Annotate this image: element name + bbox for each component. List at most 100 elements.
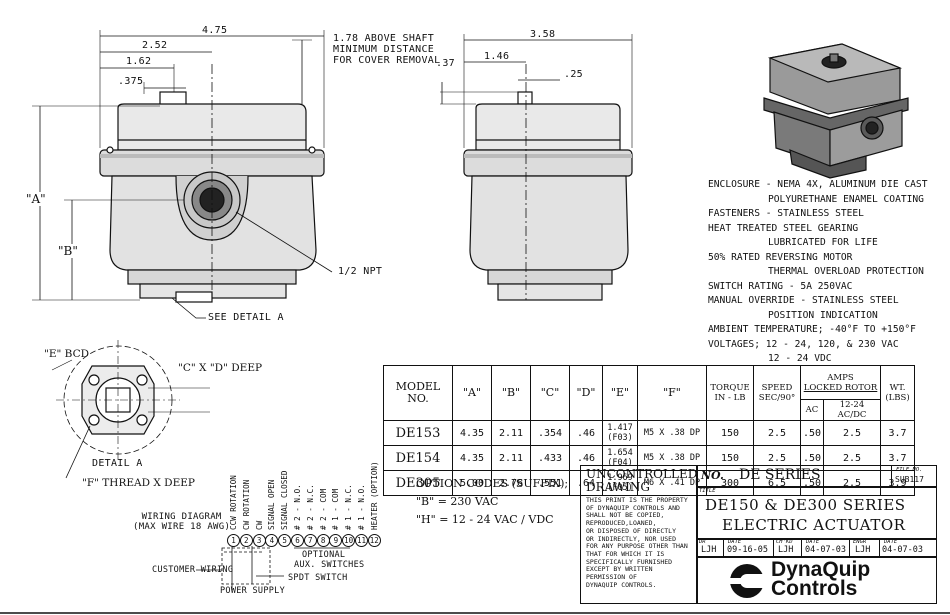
cell-a: 5.00 [452, 470, 492, 496]
disclaimer-line: SPECIFICALLY FURNISHED [586, 557, 673, 566]
terminal-5: 5 [278, 534, 292, 547]
shaft-note: 1.78 ABOVE SHAFT MINIMUM DISTANCE FOR CO… [333, 33, 440, 66]
disclaimer-line: PERMISSION OF [586, 573, 637, 582]
spec-line: HEAT TREATED STEEL GEARING [708, 222, 859, 234]
cell-b: 2.11 [491, 420, 531, 446]
dynaquip-logo-icon [729, 564, 765, 598]
dim-1-62: 1.62 [126, 56, 152, 67]
npt-label: 1/2 NPT [338, 266, 383, 277]
side-view-drawing [440, 34, 633, 301]
chkd-label: CH'KD [776, 539, 793, 545]
engr-date-label: DATE [884, 539, 898, 545]
dim-2-52: 2.52 [142, 40, 168, 51]
cell-ac: .50 [800, 470, 824, 496]
file-no-label: FILE NO. [896, 467, 923, 473]
spec-line: 50% RATED REVERSING MOTOR [708, 251, 853, 263]
terminal-11: 11 [355, 534, 368, 547]
cell-ac: .50 [800, 420, 824, 446]
dim-0-37: .37 [436, 58, 455, 69]
terminal-9: 9 [329, 534, 343, 547]
see-detail-label: SEE DETAIL A [208, 312, 284, 323]
cell-f: M5 X .38 DP [637, 420, 707, 446]
wiring-column-label: # 1 - N.O. [357, 484, 366, 530]
no-label: NO. [701, 469, 724, 482]
disclaimer-line: REPRODUCED,LOANED, [586, 519, 657, 528]
header-ac: AC [800, 399, 824, 421]
detail-a-drawing [51, 340, 210, 479]
engr-label: ENGR [853, 539, 867, 545]
cell-c: .551 [530, 470, 570, 496]
logo-line-2: Controls [771, 577, 858, 600]
wiring-diagram-drawing [196, 546, 350, 590]
wiring-column-label: SIGNAL OPEN [267, 479, 277, 530]
header-c: "C" [530, 365, 570, 421]
cd-deep-label: "C" X "D" DEEP [178, 362, 263, 374]
logo-wordmark: DynaQuip Controls [771, 558, 871, 600]
wiring-column-label: CW ROTATION [241, 479, 251, 530]
disclaimer-line: FOR ANY PURPOSE OTHER THAN [586, 542, 688, 551]
disclaimer-line: SHALL NOT BE COPIED, [586, 511, 665, 520]
spec-line: VOLTAGES; 12 - 24, 120, & 230 VAC [708, 338, 899, 350]
spec-line: LUBRICATED FOR LIFE [768, 237, 878, 248]
power-supply-label: POWER SUPPLY [220, 586, 286, 596]
wiring-column-label: # 2 - COM [318, 488, 328, 530]
cell-torque: 150 [706, 420, 754, 446]
aux-label: AUX. SWITCHES [294, 560, 365, 570]
spec-line: THERMAL OVERLOAD PROTECTION [768, 266, 924, 277]
wiring-column-label: # 2 - N.C. [305, 484, 315, 530]
cell-speed: 2.5 [753, 420, 801, 446]
cell-b: 2.11 [491, 445, 531, 471]
wiring-column-label: CW [254, 520, 264, 530]
disclaimer-line: EXCEPT BY WRITTEN [586, 565, 653, 574]
header-e: "E" [602, 365, 638, 421]
wiring-subtitle-text: (MAX WIRE 18 AWG) [133, 522, 231, 532]
chkd-date-value: 04-07-03 [805, 545, 846, 555]
detail-a-caption: DETAIL A [92, 458, 143, 469]
option-codes: OPTION CODES (SUFFIX); "B" = 230 VAC "H"… [416, 475, 568, 529]
wiring-column-label: # 1 - N.C. [344, 484, 354, 530]
cell-a: 4.35 [452, 420, 492, 446]
dim-1-46: 1.46 [484, 51, 510, 62]
header-d: "D" [569, 365, 603, 421]
title-label: TITLE [699, 488, 716, 494]
disclaimer-line: OR INDIRECTLY, NOR USED [586, 534, 677, 543]
cell-ac: .50 [800, 445, 824, 471]
wiring-column-label: HEATER (OPTION) [369, 461, 379, 530]
optional-label: OPTIONAL [302, 550, 346, 560]
cell-wt: 3.7 [880, 420, 915, 446]
wiring-title: WIRING DIAGRAM (MAX WIRE 18 AWG) [133, 512, 230, 532]
front-view-drawing [32, 30, 333, 319]
spec-line: 12 - 24 VDC [768, 353, 832, 364]
wiring-column-label: CCW ROTATION [229, 475, 238, 530]
cell-model: DE305 [383, 470, 453, 496]
thread-label: "F" THREAD X DEEP [82, 477, 195, 489]
bcd-label: "E" BCD [44, 348, 90, 360]
cell-a: 4.35 [452, 445, 492, 471]
cell-wt: 3.9 [880, 470, 915, 496]
header-acdc: 12-24 AC/DC [823, 399, 881, 421]
file-no-value: SUB117 [895, 475, 924, 484]
wiring-column-label: # 1 - COM [331, 488, 341, 530]
side-flange [463, 149, 633, 177]
cell-e: 1.417(F03) [602, 420, 638, 446]
option-code-b: "B" = 230 VAC [416, 495, 499, 508]
terminal-8: 8 [316, 534, 330, 547]
customer-wiring-label: CUSTOMER WIRING [152, 565, 234, 575]
wiring-column-label: SIGNAL CLOSED [280, 470, 290, 530]
cell-acdc: 2.5 [823, 445, 881, 471]
wiring-title-text: WIRING DIAGRAM [141, 512, 222, 522]
logo-line-1: DynaQuip [771, 558, 871, 581]
terminal-3: 3 [252, 534, 266, 547]
cell-torque: 300 [706, 470, 754, 496]
shaft-note-line-3: FOR COVER REMOVAL [333, 55, 441, 66]
disclaimer-line: THAT FOR WHICH IT IS [586, 549, 665, 558]
spec-line: ENCLOSURE - NEMA 4X, ALUMINUM DIE CAST [708, 179, 928, 190]
terminal-6: 6 [291, 534, 304, 547]
